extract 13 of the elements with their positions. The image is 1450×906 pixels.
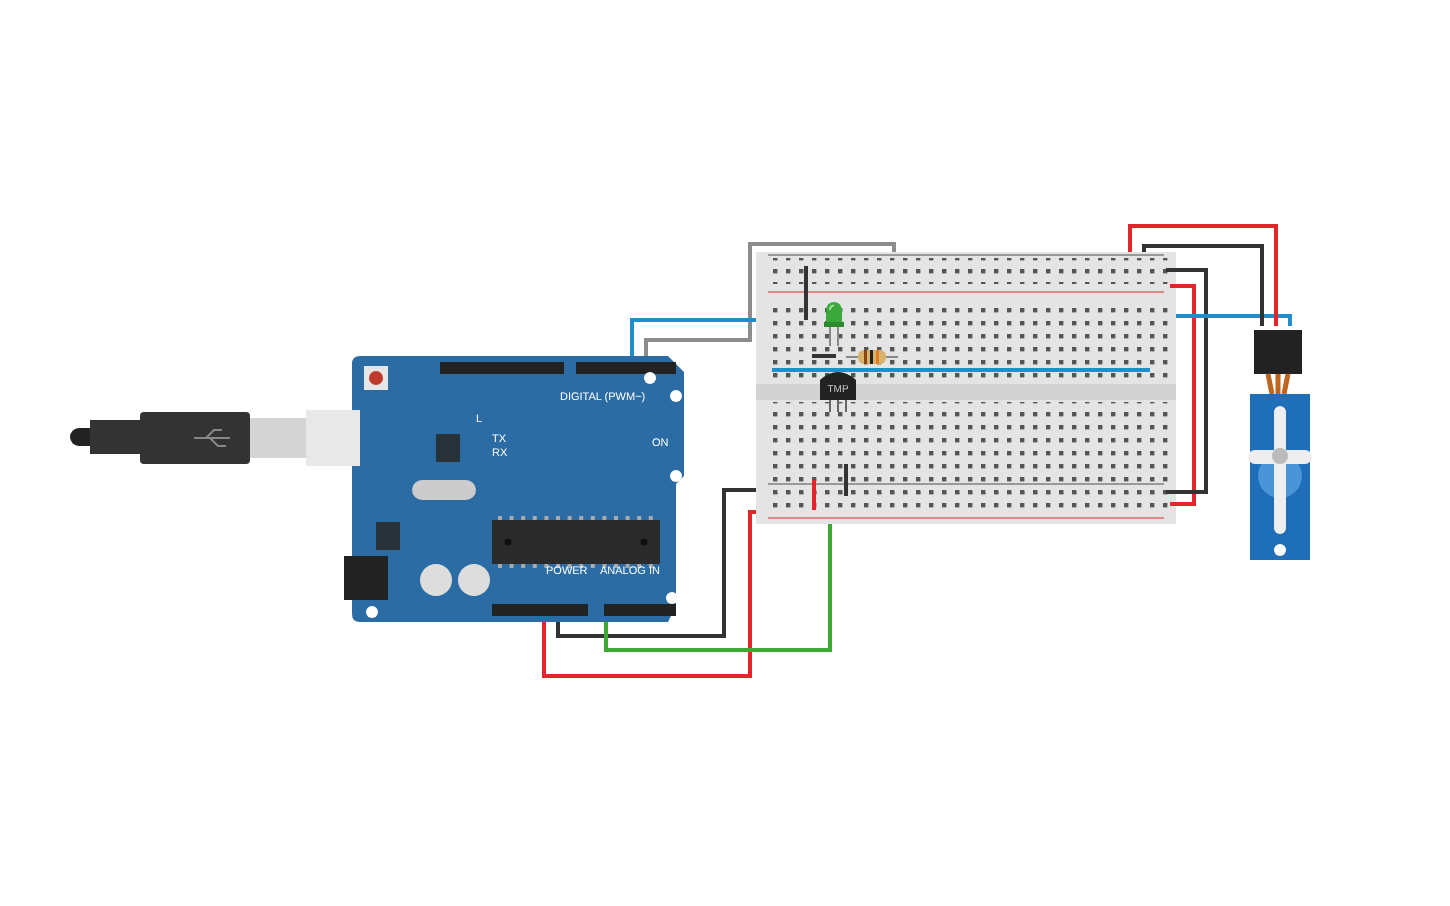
led-drawing — [824, 302, 844, 346]
servo-motor-drawing — [1248, 326, 1312, 560]
wire — [604, 524, 832, 652]
resistor-drawing — [846, 348, 898, 366]
wire — [1142, 244, 1264, 326]
wire — [1176, 314, 1292, 326]
wire — [630, 318, 756, 356]
usb-cable-drawing — [70, 406, 360, 470]
wire — [644, 242, 896, 356]
breadboard — [756, 252, 1176, 524]
wire — [542, 510, 756, 678]
wire — [556, 488, 756, 638]
wire — [1128, 224, 1278, 326]
